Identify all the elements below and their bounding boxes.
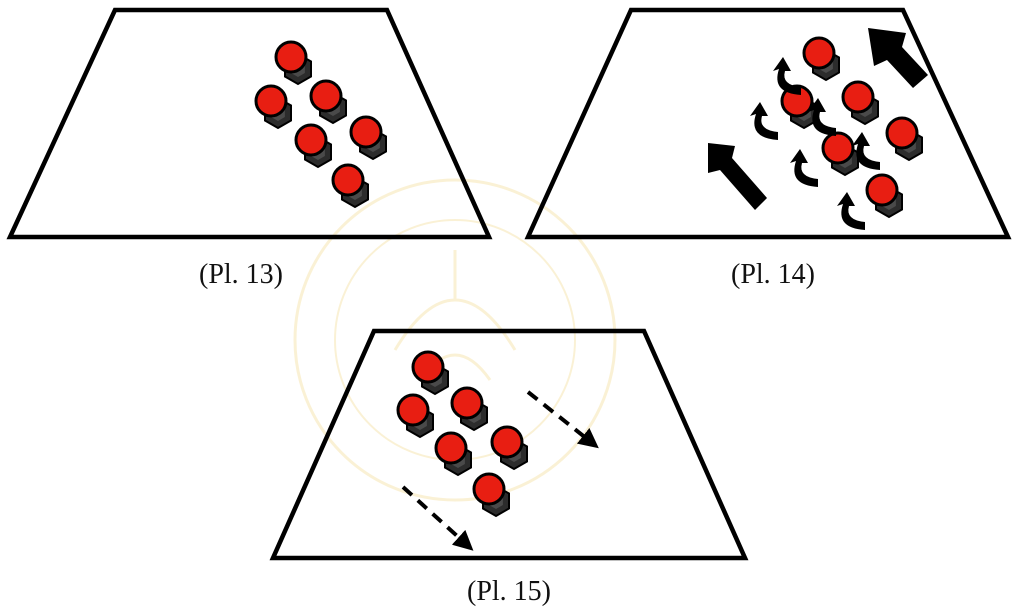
turn-arrow-icon <box>790 149 818 187</box>
turn-arrow-icon <box>837 192 865 230</box>
arrow-icon <box>708 143 767 210</box>
caption-panel-13: (Pl. 13) <box>199 259 283 290</box>
dancer-icon <box>841 80 879 126</box>
dancer-group-panel-13 <box>254 40 387 209</box>
dancer-icon <box>349 115 387 161</box>
dancer-icon <box>450 386 488 432</box>
dashed-arrow-icon <box>526 390 599 449</box>
dancer-icon <box>274 40 312 86</box>
dancer-icon <box>411 350 449 396</box>
dancer-icon <box>780 84 818 130</box>
dashed-arrows <box>401 390 599 551</box>
dancer-icon <box>821 131 859 177</box>
turn-arrow-icon <box>750 102 778 140</box>
dancer-icon <box>294 123 332 169</box>
dashed-arrow-icon <box>401 485 474 551</box>
dancer-icon <box>490 425 528 471</box>
dancer-icon <box>865 173 903 219</box>
dancer-group-panel-15 <box>396 350 528 518</box>
turn-arrow-icon <box>808 98 836 136</box>
direction-arrows <box>708 28 928 210</box>
dancer-icon <box>254 84 292 130</box>
dancer-icon <box>885 116 923 162</box>
dancer-icon <box>434 431 472 477</box>
arrow-icon <box>868 28 928 88</box>
dancer-icon <box>309 79 347 125</box>
dancer-group-panel-14 <box>780 36 923 219</box>
dancer-icon <box>331 163 369 209</box>
stage-floor-panel-13 <box>6 7 493 240</box>
turn-arrow-icon <box>773 57 801 95</box>
dancer-icon <box>396 393 434 439</box>
turn-arrow-icon <box>852 132 880 170</box>
stage-floor-panel-15 <box>269 328 749 561</box>
dancer-icon <box>802 36 840 82</box>
caption-panel-14: (Pl. 14) <box>731 259 815 290</box>
turn-arrows <box>750 57 880 230</box>
stage-floor-panel-14 <box>524 7 1012 240</box>
dancer-icon <box>472 472 510 518</box>
caption-panel-15: (Pl. 15) <box>467 576 551 607</box>
